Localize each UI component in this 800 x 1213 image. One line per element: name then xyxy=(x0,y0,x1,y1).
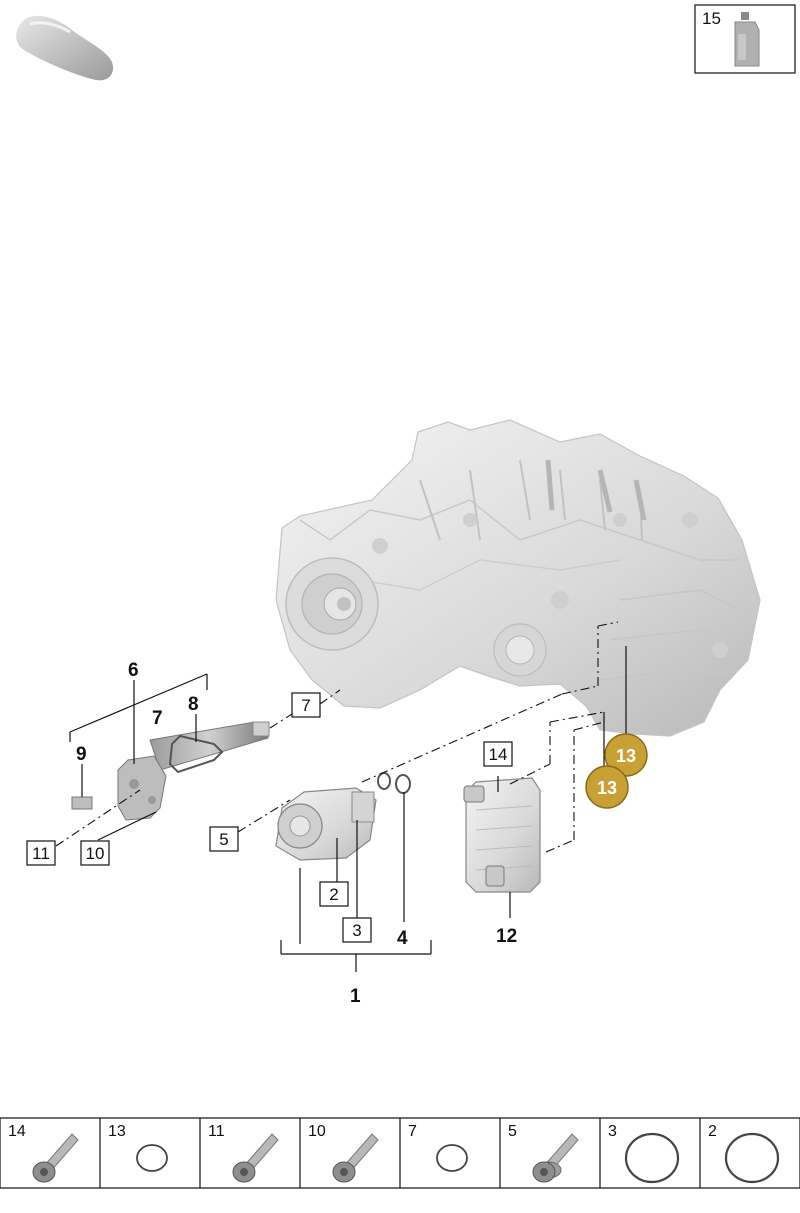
strip-cell-number: 11 xyxy=(208,1123,225,1140)
strip-cell-7[interactable]: 7 xyxy=(399,1118,468,1188)
svg-text:14: 14 xyxy=(489,745,508,764)
callout-7-box[interactable]: 7 xyxy=(291,692,321,718)
callout-9[interactable]: 9 xyxy=(76,744,87,765)
strip-cell-10[interactable]: 10 xyxy=(299,1118,379,1188)
strip-cell-number: 3 xyxy=(608,1123,617,1140)
callout-7[interactable]: 7 xyxy=(152,708,163,729)
strip-cell-13[interactable]: 13 xyxy=(99,1118,168,1188)
strip-cell-number: 13 xyxy=(108,1123,126,1140)
callouts: 6 7 8 9 11 10 7 5 2 3 4 1 xyxy=(26,660,517,1007)
callout-8[interactable]: 8 xyxy=(188,694,199,715)
callout-6[interactable]: 6 xyxy=(128,660,139,681)
callout-1[interactable]: 1 xyxy=(350,986,361,1007)
fluid-box-number: 15 xyxy=(702,9,721,28)
callout-10[interactable]: 10 xyxy=(80,840,110,866)
strip-cell-3[interactable]: 3 xyxy=(599,1118,680,1188)
svg-text:2: 2 xyxy=(329,885,338,904)
callout-lines xyxy=(55,621,627,972)
o-ring-icon xyxy=(436,1144,468,1172)
o-ring-icon xyxy=(724,1132,780,1184)
svg-text:7: 7 xyxy=(301,696,310,715)
fluid-box[interactable]: 15 xyxy=(694,4,796,74)
svg-text:11: 11 xyxy=(32,844,50,863)
bolt-with-washer-icon xyxy=(532,1133,579,1183)
strip-cell-11[interactable]: 11 xyxy=(199,1118,279,1188)
strip-cell-2[interactable]: 2 xyxy=(699,1118,780,1188)
strip-cell-number: 14 xyxy=(8,1123,26,1140)
strip-cell-number: 2 xyxy=(708,1123,717,1140)
actuator-shaft-assembly[interactable] xyxy=(117,721,270,821)
callout-3[interactable]: 3 xyxy=(342,917,372,943)
svg-text:13: 13 xyxy=(597,778,617,798)
gasket[interactable] xyxy=(168,734,224,774)
callout-11[interactable]: 11 xyxy=(26,840,56,866)
svg-text:5: 5 xyxy=(219,830,228,849)
svg-text:13: 13 xyxy=(616,746,636,766)
oil-bottle-icon xyxy=(734,12,760,67)
o-ring-icon xyxy=(624,1132,680,1184)
badge-13-lower[interactable]: 13 xyxy=(585,765,629,809)
badge-13-upper[interactable]: 13 xyxy=(604,733,648,777)
strip-cell-5[interactable]: 5 xyxy=(499,1118,579,1188)
bolt-icon xyxy=(332,1133,379,1183)
callout-2[interactable]: 2 xyxy=(319,881,349,907)
o-ring[interactable] xyxy=(377,772,391,790)
vehicle-silhouette-icon xyxy=(16,15,114,81)
pump-assembly[interactable] xyxy=(275,787,377,861)
o-ring[interactable] xyxy=(395,774,411,794)
bolt-icon xyxy=(32,1133,79,1183)
callout-12[interactable]: 12 xyxy=(496,926,517,947)
o-ring-icon xyxy=(136,1144,168,1172)
strip-cell-number: 10 xyxy=(308,1123,326,1140)
strip-cell-number: 5 xyxy=(508,1123,517,1140)
oil-cooler[interactable] xyxy=(463,777,541,893)
callout-14[interactable]: 14 xyxy=(483,741,513,767)
bolt-icon xyxy=(232,1133,279,1183)
svg-text:10: 10 xyxy=(86,844,105,863)
callout-5[interactable]: 5 xyxy=(209,826,239,852)
clip[interactable] xyxy=(71,796,93,810)
gearbox-housing xyxy=(275,419,761,737)
svg-text:3: 3 xyxy=(352,921,361,940)
strip-cell-14[interactable]: 14 xyxy=(8,1123,79,1183)
parts-strip: 14 13 11 10 7 5 3 2 xyxy=(0,1117,800,1189)
callout-4[interactable]: 4 xyxy=(397,928,408,949)
strip-cell-number: 7 xyxy=(408,1123,417,1140)
